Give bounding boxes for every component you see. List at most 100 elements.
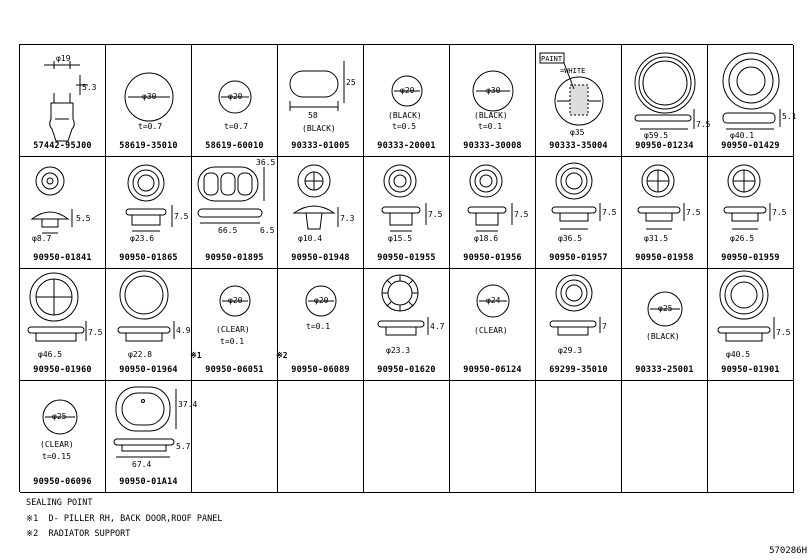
dim-text: φ24	[486, 296, 501, 305]
dim-text: 7.5	[686, 208, 701, 217]
empty-cell	[450, 381, 536, 493]
plug-drawing: φ19 5.3	[44, 54, 97, 142]
dim-text: 67.4	[132, 460, 151, 469]
dim-text: φ10.4	[298, 234, 322, 243]
dim-text: 7.5	[776, 328, 791, 337]
dim-text: φ20	[228, 92, 243, 101]
grommet-drawing: φ22.8 4.9	[117, 270, 191, 359]
part-number: 90950-01620	[377, 365, 436, 375]
empty-cell	[278, 381, 364, 493]
dim-text: 7.3	[340, 214, 355, 223]
dim-text: 5.3	[82, 83, 97, 92]
dim-text: φ25	[658, 304, 673, 313]
part-cell-58619-60010: φ20 t=0.7 58619-60010	[192, 45, 278, 157]
part-cell-69299-35010: φ29.3 7 69299-35010	[536, 269, 622, 381]
disc-drawing: φ30 (BLACK) t=0.1	[472, 70, 514, 131]
grommet-drawing: φ23.6 7.5	[125, 164, 189, 243]
part-cell-90950-06096: φ25 (CLEAR) t=0.15 90950-06096	[20, 381, 106, 493]
grommet-drawing: φ40.5 7.5	[717, 270, 791, 359]
parts-grid: φ19 5.3 57442-95J00 φ30 t=0.7 58619-3501…	[19, 44, 797, 493]
disc-drawing: φ20 (CLEAR) t=0.1	[216, 285, 251, 346]
dim-text: 7.5	[602, 208, 617, 217]
spec-text: t=0.7	[224, 122, 248, 131]
dim-text: φ30	[486, 86, 501, 95]
part-number: 90333-25001	[635, 365, 694, 375]
dim-text: φ20	[228, 296, 243, 305]
grommet-drawing: φ29.3 7	[549, 274, 607, 355]
disc-drawing: φ30 t=0.7	[124, 72, 174, 131]
grommet-drawing: φ40.1 5.1	[722, 52, 797, 140]
part-number: 90950-01841	[33, 253, 92, 263]
empty-cell	[364, 381, 450, 493]
part-cell-90950-01841: φ8.7 5.5 90950-01841	[20, 157, 106, 269]
part-cell-90950-01901: φ40.5 7.5 90950-01901	[708, 269, 794, 381]
part-number: 90950-01964	[119, 365, 178, 375]
part-number: 90333-35004	[549, 141, 608, 151]
grommet-drawing: φ10.4 7.3	[292, 164, 355, 243]
part-cell-90333-30008: φ30 (BLACK) t=0.1 90333-30008	[450, 45, 536, 157]
spec-text: (CLEAR)	[216, 325, 250, 334]
dim-text: φ35	[570, 128, 585, 137]
grommet-drawing: φ8.7 5.5	[30, 166, 91, 243]
legend-note-1: ※1 D- PILLER RH, BACK DOOR,ROOF PANEL	[26, 514, 223, 524]
dim-text: 25	[346, 78, 356, 87]
dim-text: 7.5	[428, 210, 443, 219]
dim-text: φ15.5	[388, 234, 412, 243]
part-number: 90950-01429	[721, 141, 780, 151]
part-cell-90950-01964: φ22.8 4.9 90950-01964	[106, 269, 192, 381]
part-number: 90950-01958	[635, 253, 694, 263]
spec-text: (CLEAR)	[474, 326, 508, 335]
sealing-note-marker: ※1	[190, 351, 202, 360]
part-cell-90950-01A14: 37.4 67.4 5.7 90950-01A14	[106, 381, 197, 493]
grommet-drawing: φ36.5 7.5	[551, 162, 617, 243]
grommet-drawing: φ23.3 4.7	[377, 274, 445, 355]
dim-text: φ20	[400, 86, 415, 95]
dim-text: φ22.8	[128, 350, 152, 359]
painted-disc-drawing: PAINT =WHITE φ35	[539, 52, 604, 137]
dim-text: 66.5	[218, 226, 237, 235]
dim-text: 7	[602, 322, 607, 331]
part-cell-90950-01958: φ31.5 7.5 90950-01958	[622, 157, 708, 269]
disc-drawing: φ25 (CLEAR) t=0.15	[40, 399, 78, 461]
grommet-drawing: φ26.5 7.5	[723, 164, 787, 243]
dim-text: 4.9	[176, 326, 191, 335]
spec-text: (CLEAR)	[40, 440, 74, 449]
empty-cell	[708, 381, 794, 493]
dim-text: φ30	[142, 92, 157, 101]
part-cell-90950-01955: φ15.5 7.5 90950-01955	[364, 157, 450, 269]
part-cell-90950-01234: φ59.5 7.5 90950-01234	[622, 45, 711, 157]
part-cell-90950-01620: φ23.3 4.7 90950-01620	[364, 269, 450, 381]
part-cell-90950-01865: φ23.6 7.5 90950-01865	[106, 157, 192, 269]
dim-text: 58	[308, 111, 318, 120]
part-number: 90950-06096	[33, 477, 92, 487]
part-number: 90333-20001	[377, 141, 436, 151]
legend-note-2: ※2 RADIATOR SUPPORT	[26, 529, 131, 539]
spec-text: PAINT	[541, 55, 563, 63]
disc-drawing: φ20 (BLACK) t=0.5	[388, 75, 423, 131]
spec-text: (BLACK)	[388, 111, 422, 120]
part-cell-90950-01895: 36.5 66.5 6.5 90950-01895	[192, 157, 278, 269]
empty-cell	[192, 381, 278, 493]
part-cell-90950-06124: φ24 (CLEAR) 90950-06124	[450, 269, 536, 381]
disc-drawing: φ25 (BLACK)	[646, 291, 683, 341]
part-number: 90950-01956	[463, 253, 522, 263]
dim-text: 7.5	[772, 208, 787, 217]
dim-text: 7.5	[174, 212, 189, 221]
empty-cell	[536, 381, 622, 493]
oblong-drawing: 25 58 (BLACK)	[289, 61, 356, 133]
dim-text: 36.5	[256, 158, 275, 167]
sealing-note-marker: ※2	[276, 351, 288, 360]
part-number: 90950-01895	[205, 253, 264, 263]
spec-text: (BLACK)	[474, 111, 508, 120]
dim-text: 7.5	[696, 120, 711, 129]
spec-text: t=0.7	[138, 122, 162, 131]
spec-text: =WHITE	[560, 67, 585, 75]
dim-text: 5.7	[176, 442, 191, 451]
part-cell-90333-20001: φ20 (BLACK) t=0.5 90333-20001	[364, 45, 450, 157]
dim-text: φ18.6	[474, 234, 498, 243]
oval-grommet-drawing: 36.5 66.5 6.5	[197, 158, 275, 235]
dim-text: 5.1	[782, 112, 797, 121]
grommet-drawing: φ18.6 7.5	[467, 164, 529, 243]
part-cell-90950-01957: φ36.5 7.5 90950-01957	[536, 157, 622, 269]
part-number: 69299-35010	[549, 365, 608, 375]
